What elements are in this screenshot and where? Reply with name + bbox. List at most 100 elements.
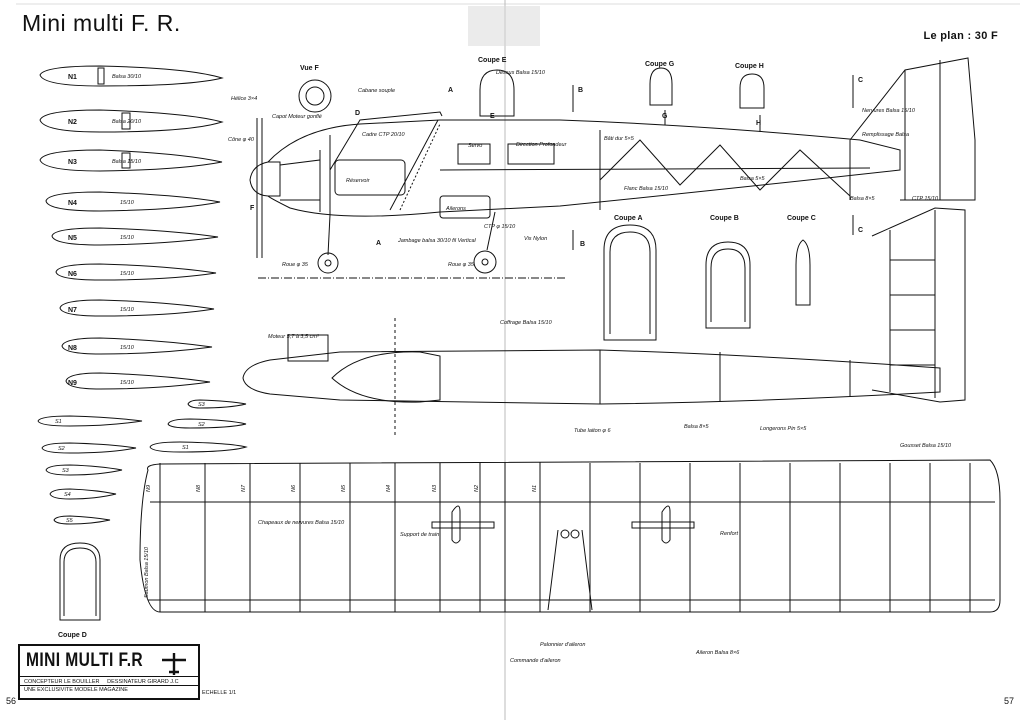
tail-rib-label: S4 [64,492,71,498]
wing-rib-number: N8 [196,484,202,492]
drawing-callout: Tube laiton φ 6 [574,428,611,434]
rib-n8 [61,337,213,355]
drawing-callout: Aileron Balsa 8×6 [695,650,740,656]
section-title: Coupe A [614,215,643,222]
rib-label: N6 [68,271,77,278]
title-block-exclusivite: UNE EXCLUSIVITE MODELE MAGAZINE [24,687,128,693]
rib-n2 [39,109,224,133]
tail-rib-label: S2 [198,422,205,428]
rib-label: N7 [68,307,77,314]
tail-rib-label: S3 [62,468,70,474]
plan-price: Le plan : 30 F [923,30,998,42]
rib-note: 15/10 [120,200,135,206]
drawing-callout: Direction Profondeur [516,142,568,148]
rib-label: N1 [68,74,77,81]
tail-rib-label: S3 [198,402,206,408]
drawing-callout: Dessus Balsa 15/10 [496,70,546,76]
tail-rib-label: S1 [55,419,62,425]
section-letter: B [580,241,585,248]
rib-label: N9 [68,380,77,387]
drawing-callout: Balsa 5×5 [740,176,766,182]
wing-rib-number: N6 [291,484,297,492]
airplane-icon [162,653,186,675]
tail-rib-label: S1 [182,445,189,451]
section-title: Vue F [300,65,320,72]
drawing-callout: Cône φ 40 [228,137,255,143]
rib-label: N4 [68,200,77,207]
rib-n6 [55,263,217,281]
section-letter: E [490,113,495,120]
section-title: Coupe C [787,215,816,222]
section-title: Coupe G [645,61,675,68]
section-letter: D [355,110,360,117]
rib-n7 [59,299,215,317]
wing-planform [139,459,1001,613]
coupe-abc [603,224,811,341]
drawing-callout: Roue φ 35 [448,262,475,268]
drawing-callout: Hélice 3×4 [231,96,257,102]
drawing-callout: Servo [468,143,482,149]
wing-details [431,505,695,611]
section-letter: C [858,77,863,84]
wing-rib-number: N3 [432,484,438,492]
title-block: MINI MULTI F.R CONCEPTEUR LE BOUILLER DE… [18,644,200,700]
drawing-callout: Commande d'aileron [510,658,561,664]
fuselage-side-view [249,57,976,279]
wing-rib-number: N9 [146,485,152,492]
drawing-callout: Gousset Balsa 15/10 [900,443,952,449]
fuselage-top-view [242,318,941,435]
tail-rib-label: S2 [58,446,65,452]
plan-title: Mini multi F. R. [22,10,181,36]
coupe-d-section [59,542,101,621]
rib-n3 [39,149,223,172]
drawing-callout: Coffrage Balsa 15/10 [500,320,553,326]
wing-rib-number: N2 [474,485,480,492]
rib-note: 15/10 [120,307,135,313]
drawing-callout: CTP φ 15/10 [484,224,516,230]
rib-note: 15/10 [120,271,135,277]
dessinateur-text: DESSINATEUR GIRARD J.C [107,679,179,685]
wing-rib-number: N7 [241,484,247,492]
rib-label: N8 [68,345,77,352]
section-letter: A [376,240,381,247]
rib-label: N5 [68,235,77,242]
section-letter: F [250,205,255,212]
rib-n1 [39,65,224,87]
wing-rib-lines [159,463,971,612]
tail-ribs [37,399,248,525]
title-block-name: MINI MULTI F.R [26,650,144,671]
drawing-callout: Bâti dur 5×5 [604,136,635,142]
rib-note: 15/10 [120,235,135,241]
section-title: Coupe D [58,632,87,639]
drawing-callout: Cadre CTP 20/10 [362,132,406,138]
wing-rib-number: N4 [386,485,392,492]
drawing-callout: Palonnier d'aileron [540,642,585,648]
rib-note: Balsa 15/10 [112,159,142,165]
section-title: Coupe B [710,215,739,222]
rib-note: Balsa 20/10 [112,119,142,125]
wing-rib-number: N1 [532,485,538,492]
rib-n9 [65,372,211,390]
drawing-callout: Ailerons [445,206,466,212]
drawing-callout: Flanc Balsa 15/10 [624,186,669,192]
section-letter: C [858,227,863,234]
stabilizer [871,207,966,403]
wing-ribs [39,65,224,390]
drawing-callout: CTP 15/10 [912,196,939,202]
drawing-callout: Balsa 8×5 [850,196,876,202]
drawing-callout: Chapeaux de nervures Balsa 15/10 [258,520,345,526]
drawing-callout: Saumon Balsa 15/10 [144,546,150,598]
scale-note: ECHELLE 1/1 [202,690,237,696]
page-number-left: 56 [6,696,17,706]
drawing-callout: Capot Moteur gonflé [272,114,322,120]
drawing-callout: Balsa 8×5 [684,424,710,430]
drawing-callout: Roue φ 35 [282,262,309,268]
drawing-callout: Renfort [720,531,739,537]
upper-sections [479,67,765,117]
rib-note: Balsa 30/10 [112,74,142,80]
drawing-callout: Support de train [400,532,439,538]
section-letter: B [578,87,583,94]
